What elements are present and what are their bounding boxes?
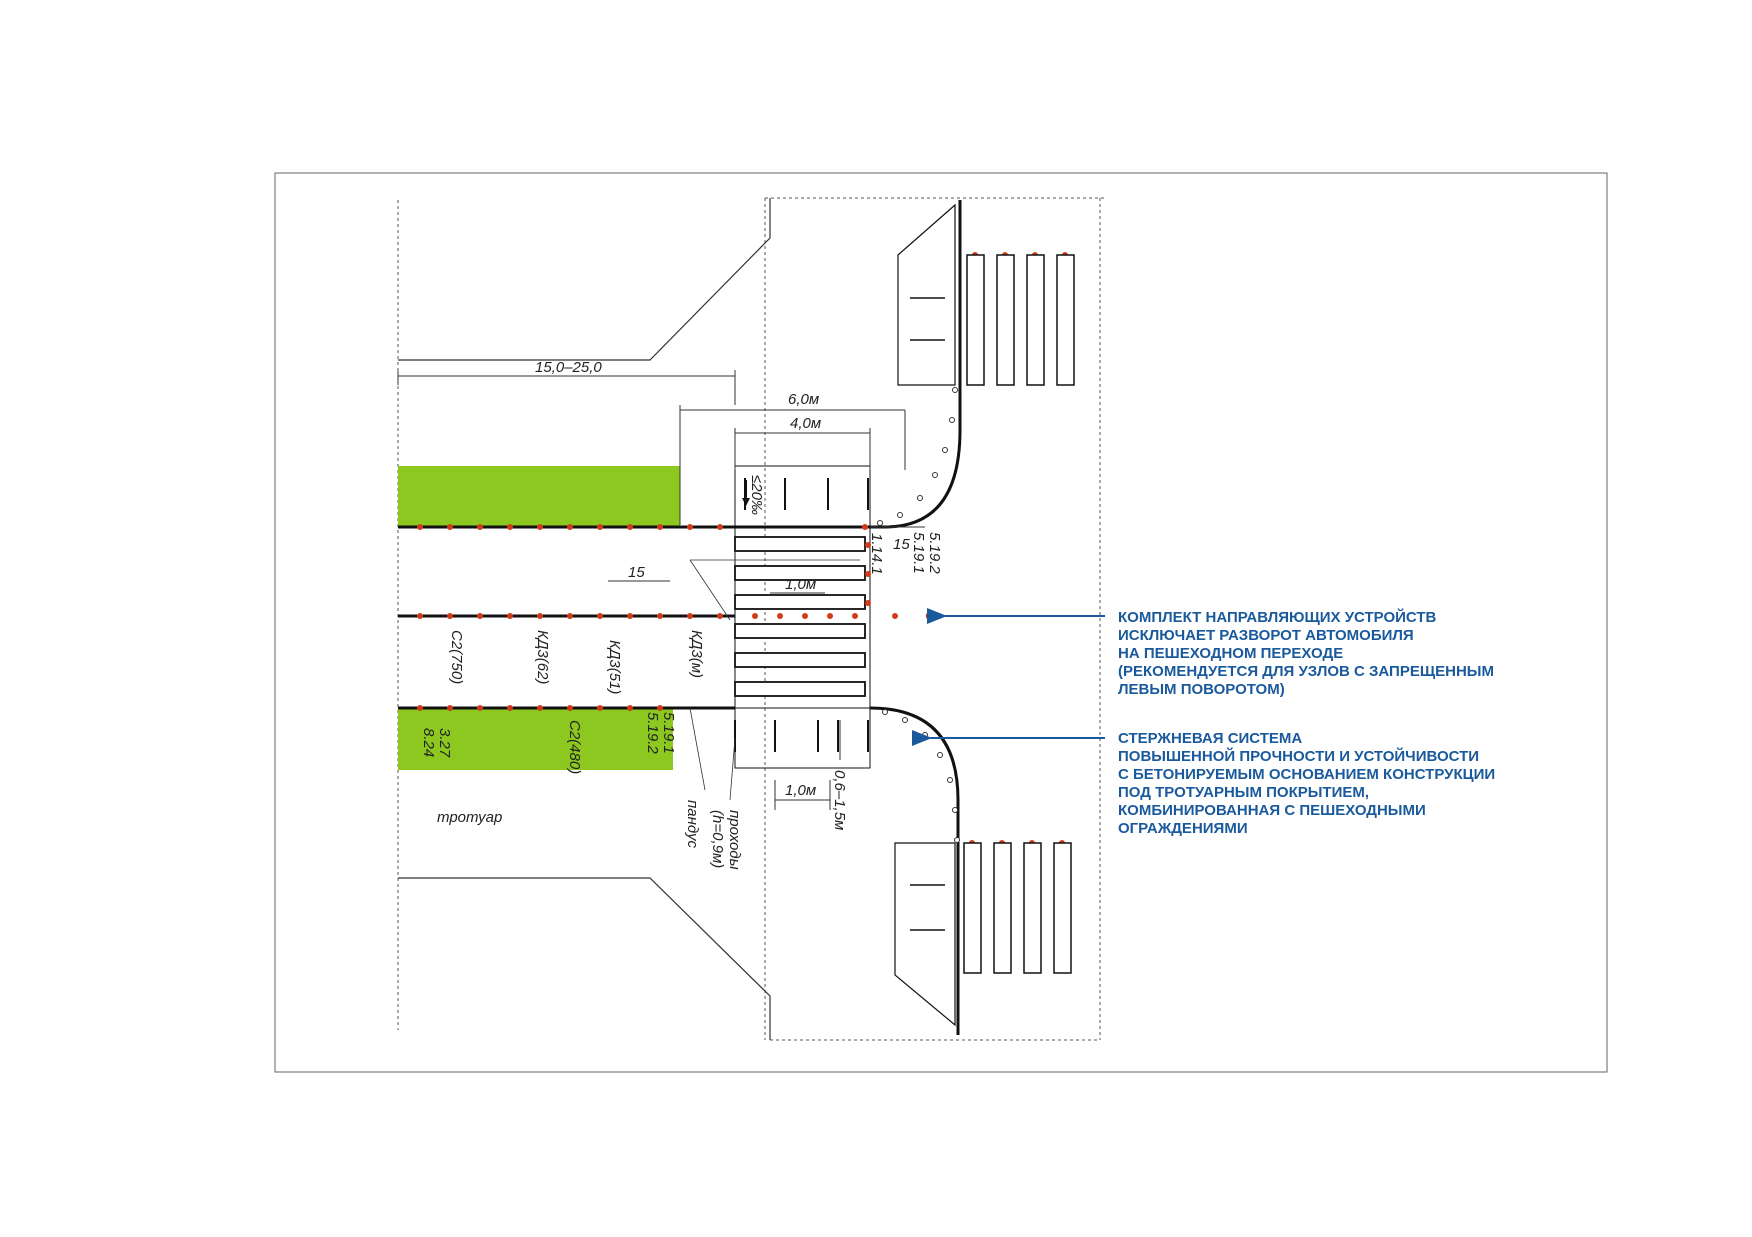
note-guide-devices-line: ИСКЛЮЧАЕТ РАЗВОРОТ АВТОМОБИЛЯ bbox=[1118, 627, 1414, 644]
note-rod-system-line: ПОВЫШЕННОЙ ПРОЧНОСТИ И УСТОЙЧИВОСТИ bbox=[1118, 748, 1480, 765]
note-rod-system-line: СТЕРЖНЕВАЯ СИСТЕМА bbox=[1118, 730, 1303, 747]
island-dashes bbox=[910, 297, 945, 931]
note-guide-devices: КОМПЛЕКТ НАПРАВЛЯЮЩИХ УСТРОЙСТВ ИСКЛЮЧАЕ… bbox=[1118, 609, 1494, 699]
label-sign-5192-top: 5.19.2 bbox=[926, 532, 943, 574]
note-rod-system-line: ОГРАЖДЕНИЯМИ bbox=[1118, 820, 1248, 837]
label-sign-5191-bottom: 5.19.1 bbox=[660, 712, 677, 754]
note-guide-devices-line: НА ПЕШЕХОДНОМ ПЕРЕХОДЕ bbox=[1118, 645, 1344, 662]
dim-spacing-left: 15 bbox=[628, 564, 645, 581]
note-rod-system-line: С БЕТОНИРУЕМЫМ ОСНОВАНИЕМ КОНСТРУКЦИИ bbox=[1118, 766, 1496, 783]
label-code-327: 3.27 bbox=[436, 728, 453, 758]
right-islands bbox=[894, 203, 956, 1027]
label-passage-line1: проходы bbox=[726, 810, 743, 870]
note-rod-system-line: ПОД ТРОТУАРНЫМ ПОКРЫТИЕМ, bbox=[1118, 784, 1370, 801]
dim-rail-module-top: 1,0м bbox=[785, 576, 816, 593]
waiting-area-bottom bbox=[734, 707, 871, 769]
label-sign-5191-top: 5.19.1 bbox=[910, 532, 927, 574]
label-code-kd3-51: КД3(51) bbox=[606, 640, 623, 694]
frame bbox=[274, 172, 1608, 1073]
label-slope: ≤20‰ bbox=[748, 475, 765, 515]
green-area-bottom bbox=[398, 708, 673, 770]
right-crossings bbox=[963, 254, 1075, 974]
label-code-kd3-m: КД3(м) bbox=[688, 630, 705, 678]
label-code-824: 8.24 bbox=[420, 728, 437, 757]
dim-post-height: 0,6–1,5м bbox=[831, 770, 848, 830]
label-ramp: пандус bbox=[684, 800, 701, 848]
label-code-kd3-62: КД3(62) bbox=[534, 630, 551, 684]
dim-spacing-right: 15 bbox=[893, 536, 910, 553]
label-passage-line2: (h=0,9м) bbox=[709, 810, 726, 868]
guide-posts-red bbox=[417, 252, 1068, 846]
dimension-lines bbox=[397, 370, 925, 810]
leader-lines bbox=[689, 559, 860, 801]
dim-crossing-width: 4,0м bbox=[790, 415, 821, 432]
label-code-c2-750: С2(750) bbox=[448, 630, 465, 684]
waiting-area-top bbox=[734, 465, 871, 528]
dim-rail-module-bottom: 1,0м bbox=[785, 782, 816, 799]
dim-refuge-width: 6,0м bbox=[788, 391, 819, 408]
label-sidewalk: тротуар bbox=[437, 809, 502, 826]
dim-approach-length: 15,0–25,0 bbox=[535, 359, 602, 376]
zebra-crossing bbox=[734, 536, 866, 697]
note-guide-devices-line: ЛЕВЫМ ПОВОРОТОМ) bbox=[1118, 681, 1285, 698]
label-sign-5192-bottom: 5.19.2 bbox=[644, 712, 661, 754]
note-rod-system: СТЕРЖНЕВАЯ СИСТЕМА ПОВЫШЕННОЙ ПРОЧНОСТИ … bbox=[1118, 730, 1495, 838]
note-rod-system-line: КОМБИНИРОВАННАЯ С ПЕШЕХОДНЫМИ bbox=[1118, 802, 1426, 819]
note-guide-devices-line: КОМПЛЕКТ НАПРАВЛЯЮЩИХ УСТРОЙСТВ bbox=[1118, 609, 1437, 626]
label-code-c2-480: С2(480) bbox=[566, 720, 583, 774]
label-sign-1141: 1.14.1 bbox=[868, 533, 885, 575]
building-outlines bbox=[398, 198, 771, 1040]
green-area-top bbox=[398, 466, 680, 528]
note-guide-devices-line: (РЕКОМЕНДУЕТСЯ ДЛЯ УЗЛОВ С ЗАПРЕЩЕННЫМ bbox=[1118, 663, 1494, 680]
